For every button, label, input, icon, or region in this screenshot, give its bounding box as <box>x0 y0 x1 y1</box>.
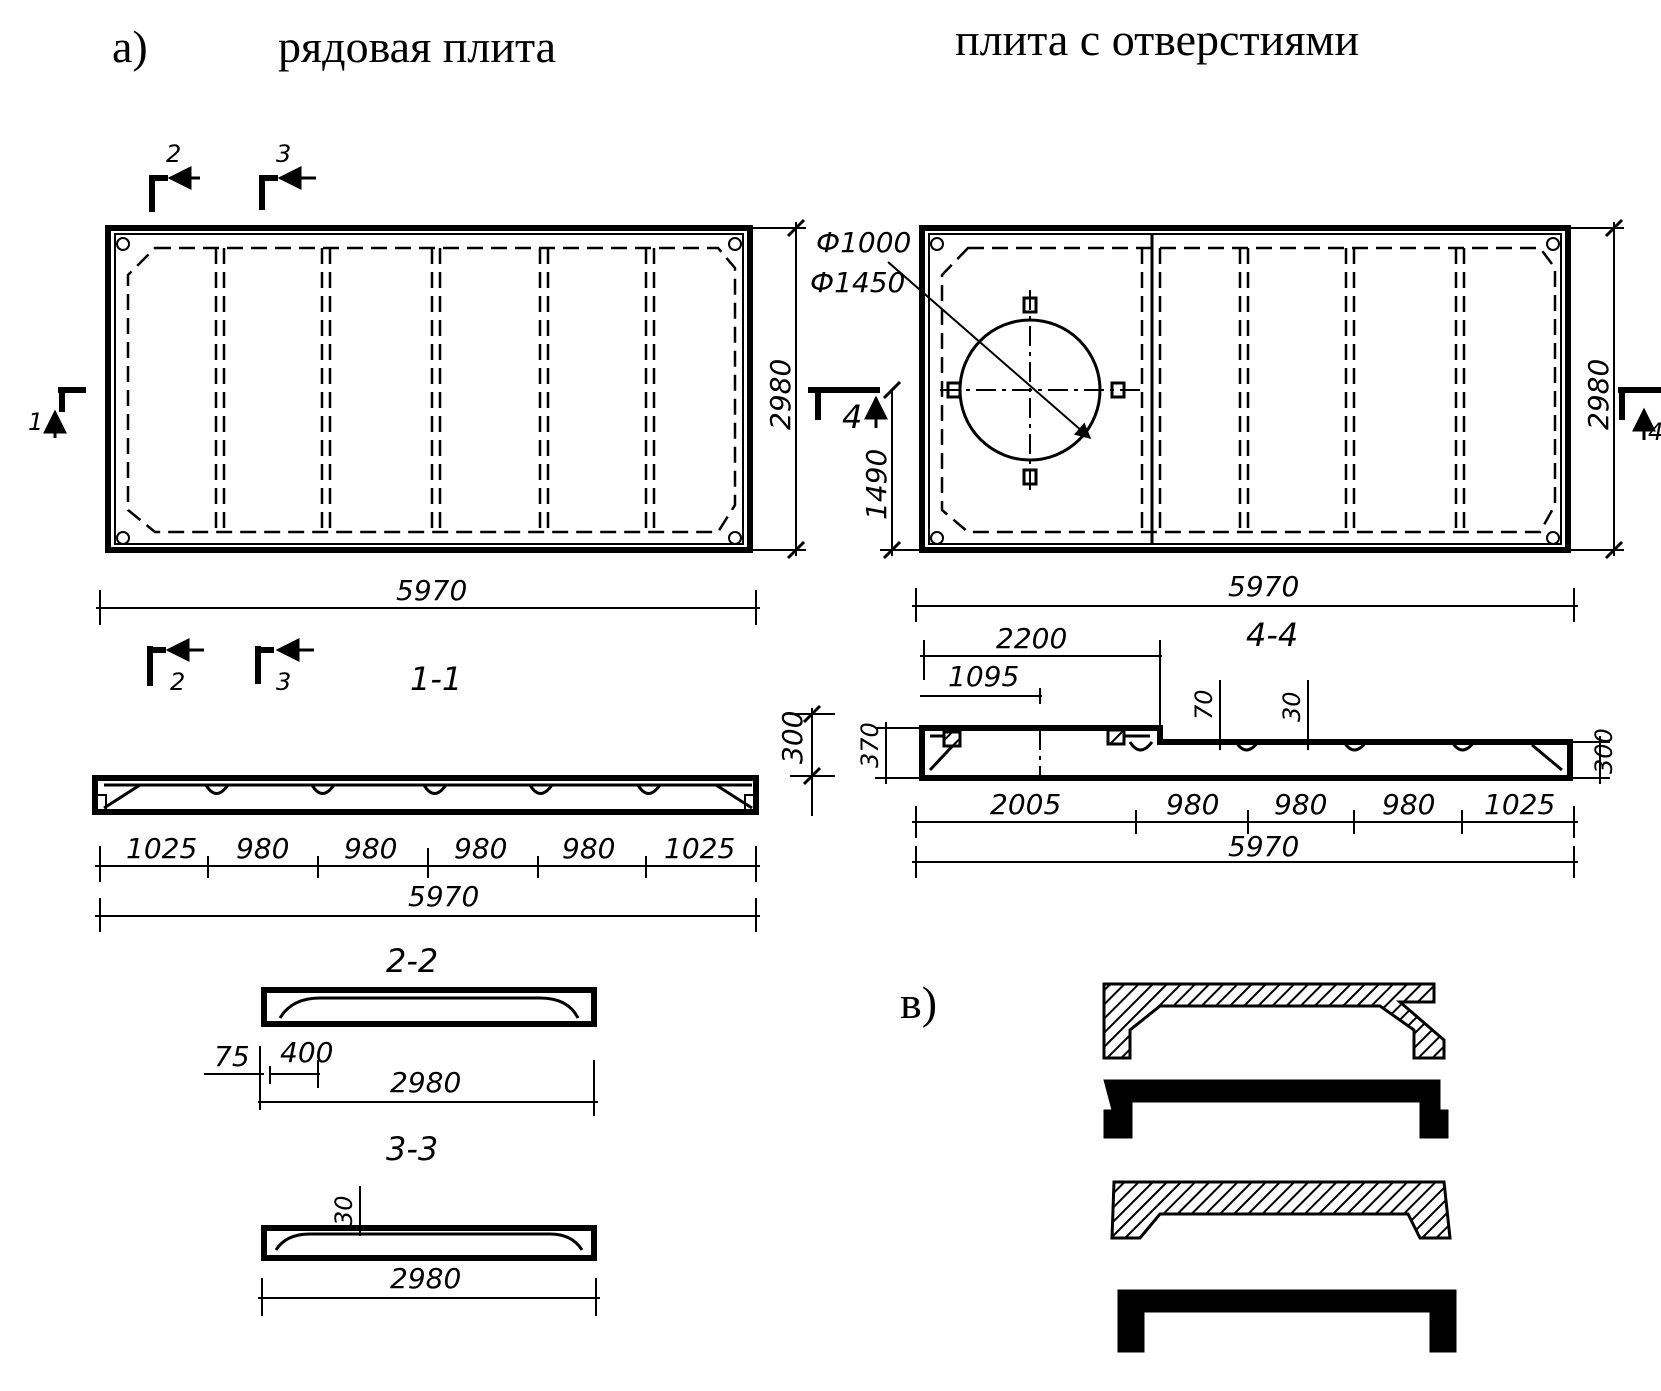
dim-label-30-3-3: 30 <box>330 1195 358 1226</box>
dim-label-hole-outer: Ф1450 <box>810 266 905 299</box>
section-title-2-2: 2-2 <box>386 942 438 980</box>
section-title-4-4: 4-4 <box>1246 616 1298 654</box>
cut-mark-3-top: 3 <box>259 140 316 210</box>
total-label-1-1: 5970 <box>408 880 479 913</box>
dim-width-left: 5970 <box>96 574 760 625</box>
section-title-1-1: 1-1 <box>410 660 462 698</box>
dim-label-5970-right: 5970 <box>1228 570 1299 603</box>
profile-2 <box>1103 1079 1449 1139</box>
section-4-4: 4-4 2200 1095 70 30 370 300 <box>856 616 1618 878</box>
dim-label-30-4-4: 30 <box>1278 691 1306 722</box>
span44-label-1: 980 <box>1166 788 1219 821</box>
cut-label-2-bottom: 2 <box>170 668 185 696</box>
headers: а) рядовая плита плита с отверстиями <box>112 14 1359 72</box>
dim-half-height: 1490 <box>860 380 920 560</box>
dim-label-2200: 2200 <box>996 622 1067 655</box>
span-label-4: 980 <box>562 832 615 865</box>
span-label-2: 980 <box>344 832 397 865</box>
span-label-5: 1025 <box>664 832 735 865</box>
dim-label-2980-2-2: 2980 <box>390 1066 461 1099</box>
cut-label-1: 1 <box>28 408 43 436</box>
dim-height-left: 2980 <box>752 218 806 560</box>
span-label-0: 1025 <box>126 832 197 865</box>
span44-label-0: 2005 <box>990 788 1061 821</box>
dim-label-2980-3-3: 2980 <box>390 1262 461 1295</box>
profile-3 <box>1110 1180 1452 1240</box>
dim-height-300: 300 <box>776 704 835 816</box>
span44-label-3: 980 <box>1382 788 1435 821</box>
slab-outline-right <box>919 225 1571 553</box>
dim-label-5970-left: 5970 <box>396 574 467 607</box>
title-regular-slab: рядовая плита <box>278 21 556 72</box>
cut-label-4-right: 4 <box>1648 418 1661 446</box>
dim-spans-1-1: 1025 980 980 980 980 1025 5970 <box>95 832 760 932</box>
dim-label-hole-inner: Ф1000 <box>816 226 911 259</box>
label-part-b: в) <box>900 977 937 1028</box>
dim-label-70: 70 <box>1190 689 1218 720</box>
cut-mark-4-right: 4 <box>1618 387 1661 446</box>
dim-label-300-right: 300 <box>1590 728 1618 774</box>
total-label-4-4: 5970 <box>1228 830 1299 863</box>
part-b-profiles: в) <box>900 977 1457 1353</box>
span44-label-4: 1025 <box>1484 788 1555 821</box>
dim-label-1095: 1095 <box>948 660 1019 693</box>
span-label-1: 980 <box>236 832 289 865</box>
dim-label-1490: 1490 <box>860 449 893 520</box>
dim-width-right: 5970 <box>912 570 1578 622</box>
dim-label-2980-left: 2980 <box>764 359 797 430</box>
section-3-3: 3-3 30 2980 <box>258 1130 600 1316</box>
cut-mark-2-bottom: 2 <box>147 638 204 696</box>
section-1-1: 2 3 1-1 300 <box>92 638 835 932</box>
cut-label-4-left: 4 <box>842 398 862 436</box>
dim-label-300: 300 <box>776 711 809 764</box>
plan-right: Ф1000 Ф1450 4 1490 2980 <box>808 218 1661 622</box>
span-label-3: 980 <box>454 832 507 865</box>
dim-label-75: 75 <box>214 1040 250 1073</box>
cut-mark-3-bottom: 3 <box>255 638 314 696</box>
section-title-3-3: 3-3 <box>386 1130 438 1168</box>
dim-label-400: 400 <box>280 1036 333 1069</box>
cut-mark-1: 1 <box>28 387 86 438</box>
dim-label-370: 370 <box>856 722 884 768</box>
dim-label-2980-right: 2980 <box>1582 359 1615 430</box>
hole-opening <box>887 261 1140 490</box>
section-2-2: 2-2 75 400 2980 <box>204 942 598 1116</box>
label-part-a: а) <box>112 21 148 72</box>
slab-outline-left <box>105 225 753 553</box>
plan-left: 2 3 1 <box>28 140 806 625</box>
cut-mark-2-top: 2 <box>149 140 200 212</box>
cut-label-3-top: 3 <box>276 140 291 168</box>
dim-height-right: 2980 <box>1570 218 1624 560</box>
cut-mark-4-left: 4 <box>808 387 888 436</box>
cut-label-2-top: 2 <box>166 140 181 168</box>
profile-1 <box>1102 982 1446 1060</box>
span44-label-2: 980 <box>1274 788 1327 821</box>
cut-label-3-bottom: 3 <box>276 668 291 696</box>
title-slab-with-holes: плита с отверстиями <box>955 14 1359 65</box>
profile-4 <box>1117 1289 1457 1353</box>
